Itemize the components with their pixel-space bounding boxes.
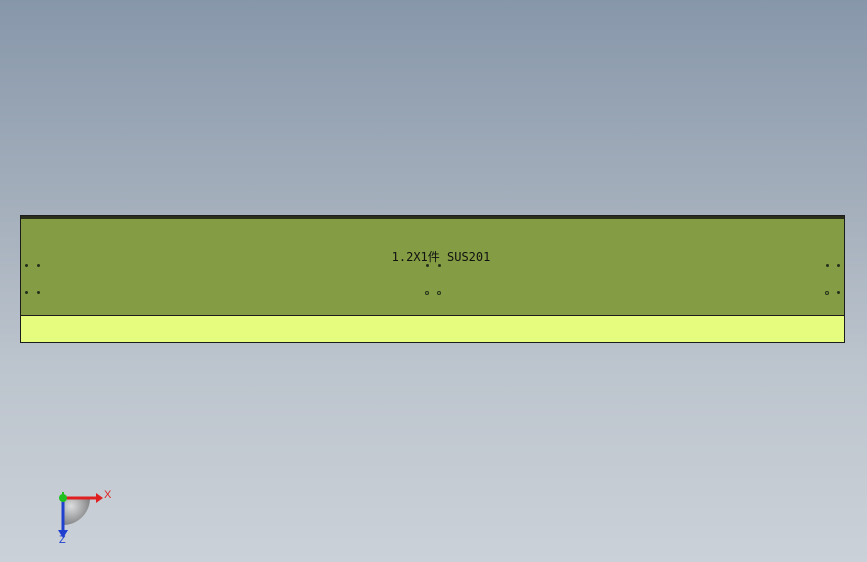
z-axis-label: Z [59, 534, 66, 546]
triad-plane-shade [63, 498, 90, 525]
hole-marker [438, 264, 441, 267]
hole-marker [37, 291, 40, 294]
hole-marker [37, 264, 40, 267]
part-annotation: 1.2X1件 SUS201 [391, 250, 491, 264]
hole-marker [826, 264, 829, 267]
part-top-edge [21, 216, 844, 219]
hole-marker [425, 291, 429, 295]
coordinate-triad: X Z [58, 489, 112, 546]
hole-marker [437, 291, 441, 295]
hole-marker [25, 291, 28, 294]
hole-marker [25, 264, 28, 267]
part-front-face[interactable]: 1.2X1件 SUS201 [21, 219, 844, 316]
hole-marker [837, 291, 840, 294]
sheet-metal-part[interactable]: 1.2X1件 SUS201 [20, 215, 845, 343]
x-axis-arrow [96, 493, 103, 503]
x-axis-label: X [104, 489, 112, 501]
hole-marker [837, 264, 840, 267]
hole-marker [825, 291, 829, 295]
part-side-face[interactable] [21, 316, 844, 342]
z-axis-arrow [58, 530, 68, 538]
hole-marker [426, 264, 429, 267]
